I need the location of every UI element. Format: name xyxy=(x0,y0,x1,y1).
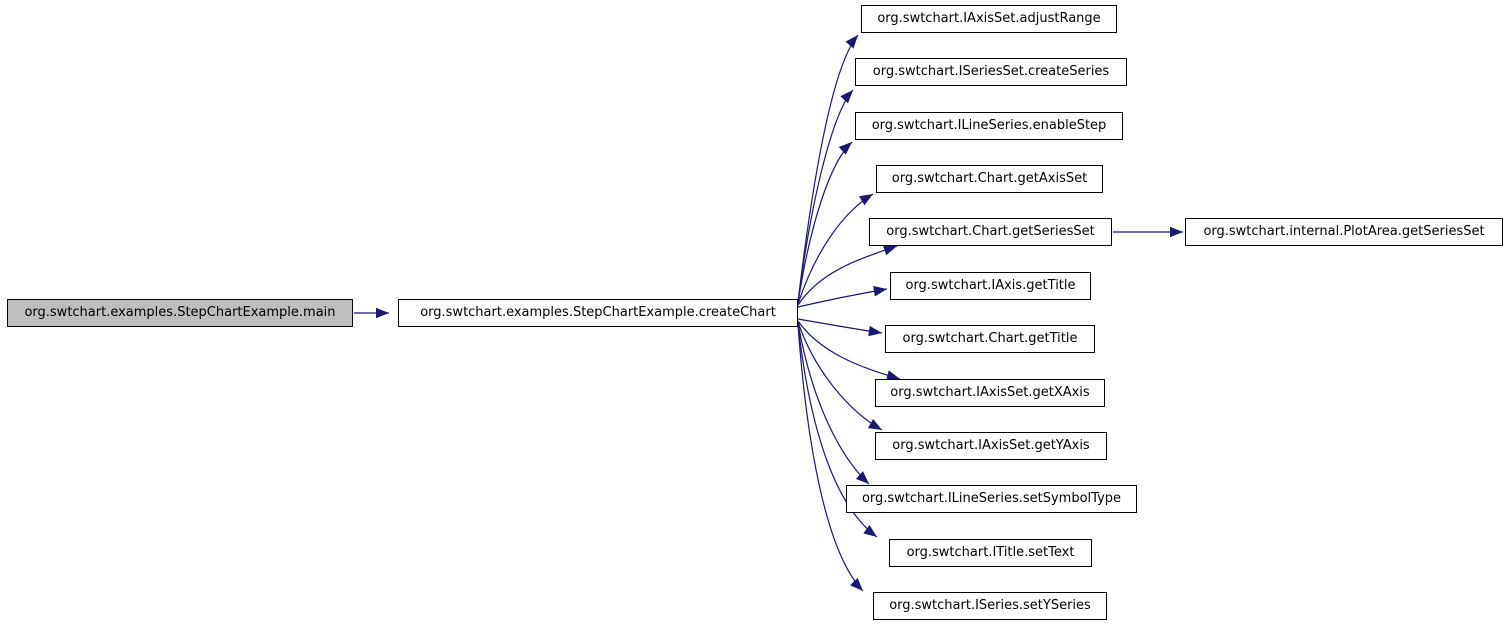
node-iaxis-gettitle[interactable]: org.swtchart.IAxis.getTitle xyxy=(890,272,1091,300)
edge-createchart-to-getseriesset xyxy=(797,245,898,306)
edge-createchart-to-adjustrange xyxy=(797,34,859,303)
node-chart-getseriesset[interactable]: org.swtchart.Chart.getSeriesSet xyxy=(869,218,1112,246)
node-stepchartexample-main: org.swtchart.examples.StepChartExample.m… xyxy=(7,299,353,327)
node-iaxisset-getyaxis[interactable]: org.swtchart.IAxisSet.getYAxis xyxy=(875,432,1107,460)
node-stepchartexample-createchart[interactable]: org.swtchart.examples.StepChartExample.c… xyxy=(398,299,798,327)
edge-createchart-to-chartgettitle xyxy=(797,318,883,337)
edge-createchart-to-settext xyxy=(797,323,878,538)
edge-createchart-to-setyseries xyxy=(797,324,864,592)
edge-createchart-to-getyaxis xyxy=(797,321,883,431)
node-ititle-settext[interactable]: org.swtchart.ITitle.setText xyxy=(889,539,1092,567)
node-chart-gettitle[interactable]: org.swtchart.Chart.getTitle xyxy=(885,325,1095,353)
node-iaxisset-adjustrange[interactable]: org.swtchart.IAxisSet.adjustRange xyxy=(861,5,1117,33)
node-ilineseries-setsymboltype[interactable]: org.swtchart.ILineSeries.setSymbolType xyxy=(846,485,1137,513)
edge-createchart-to-createseries xyxy=(797,89,854,303)
node-iaxisset-getxaxis[interactable]: org.swtchart.IAxisSet.getXAxis xyxy=(875,379,1105,407)
edge-createchart-to-setsymboltype xyxy=(797,322,870,485)
node-chart-getaxisset[interactable]: org.swtchart.Chart.getAxisSet xyxy=(876,165,1103,193)
edge-createchart-to-enablestep xyxy=(797,141,853,304)
edge-createchart-to-getxaxis xyxy=(797,320,901,381)
node-iseriesset-createseries[interactable]: org.swtchart.ISeriesSet.createSeries xyxy=(855,58,1127,86)
node-ilineseries-enablestep[interactable]: org.swtchart.ILineSeries.enableStep xyxy=(855,112,1123,140)
edge-createchart-to-iaxisgettitle xyxy=(797,286,888,308)
node-plotarea-getseriesset[interactable]: org.swtchart.internal.PlotArea.getSeries… xyxy=(1185,218,1503,246)
node-iseries-setyseries[interactable]: org.swtchart.ISeries.setYSeries xyxy=(873,592,1107,620)
edge-createchart-to-getaxisset xyxy=(797,193,874,305)
